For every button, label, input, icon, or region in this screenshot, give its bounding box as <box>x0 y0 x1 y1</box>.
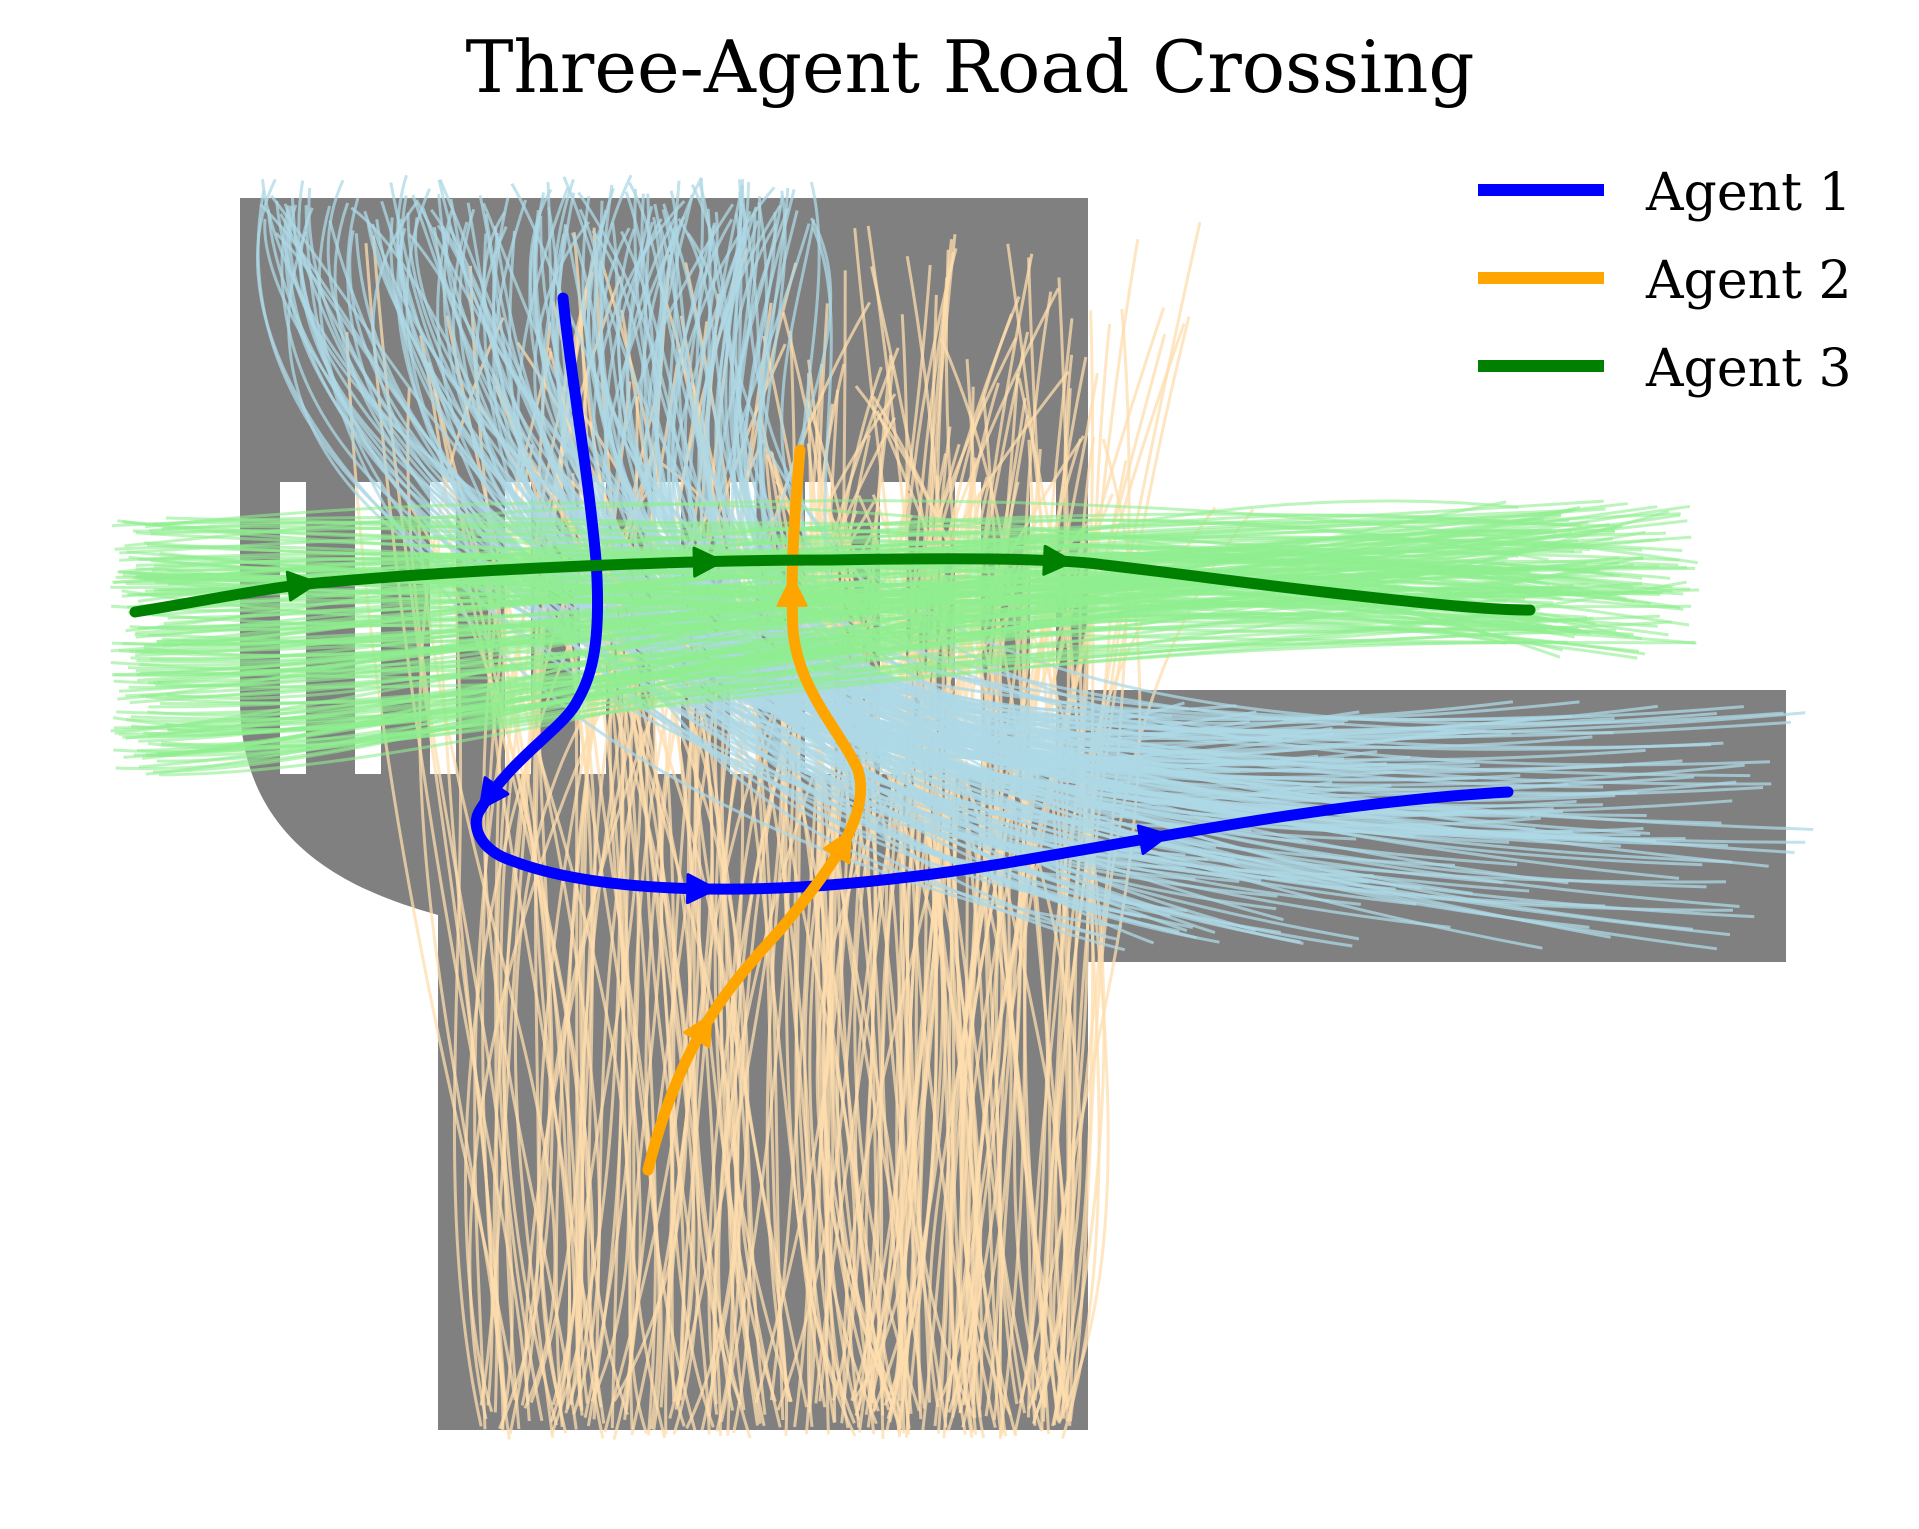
agent-3-sample-path <box>145 499 1519 756</box>
agent-3-sample-path <box>138 604 1575 743</box>
agent-3-trajectory <box>129 553 1536 618</box>
agent-1-direction-arrow <box>478 776 510 811</box>
legend-label-agent-3: Agent 3 <box>1645 339 1852 399</box>
agent-3-sample-path <box>118 514 1562 657</box>
agent-2-sample-path <box>599 260 702 1436</box>
agent-3-sample-path <box>143 627 1697 736</box>
agent-3-sample-path <box>167 616 1594 731</box>
legend: Agent 1 Agent 2 Agent 3 <box>1478 163 1852 399</box>
agent-3-sample-path <box>163 583 1507 645</box>
agent-2-sample-path <box>998 537 1085 1405</box>
legend-entry-agent-1: Agent 1 <box>1478 163 1852 223</box>
agent-2-sample-path <box>1021 291 1067 1427</box>
sampled-trajectories <box>110 174 1814 1441</box>
agent-2-direction-arrow <box>822 829 853 865</box>
agent-1-trajectory <box>470 292 1514 895</box>
agent-2-sample-path <box>1054 221 1202 1408</box>
agent-3-sample-path <box>151 518 1549 573</box>
agent-2-direction-arrow <box>683 1013 713 1049</box>
legend-entry-agent-2: Agent 2 <box>1478 251 1852 311</box>
agent-3-direction-arrow <box>1042 544 1074 576</box>
direction-arrows <box>285 544 1170 1049</box>
agent-2-sample-path <box>676 343 730 1406</box>
agent-2-sample-path <box>1068 238 1140 1426</box>
agent-2-sample-path <box>896 294 938 1432</box>
agent-1-direction-arrow <box>686 873 718 905</box>
agent-2-sample-path <box>417 524 557 1409</box>
agent-3-sample-path <box>144 541 1590 634</box>
agent-3-sample-path <box>138 500 1507 769</box>
legend-label-agent-2: Agent 2 <box>1645 251 1852 311</box>
agent-2-sample-path <box>817 264 932 1424</box>
agent-3-sample-path <box>145 501 1557 623</box>
legend-entry-agent-3: Agent 3 <box>1478 339 1852 399</box>
agent-2-sample-path <box>992 540 1087 1421</box>
agent-2-sample-path <box>982 481 1020 1417</box>
agent-3-sample-path <box>128 545 1575 689</box>
agent-2-direction-arrow <box>776 575 808 607</box>
agent-3-direction-arrow <box>285 570 319 602</box>
agent-2-sample-path <box>1027 257 1072 1425</box>
agent-2-sample-path <box>994 548 1051 1435</box>
agent-3-sample-path <box>159 562 1587 777</box>
agent-3-sample-path <box>130 632 1509 721</box>
agent-3-sample-path <box>124 499 1698 565</box>
agent-3-sample-path <box>116 615 1554 715</box>
agent-3-sample-path <box>145 529 1531 776</box>
diagram-title: Three-Agent Road Crossing <box>466 25 1475 109</box>
agent-3-sample-path <box>160 641 1519 747</box>
agent-3-sample-path <box>137 640 1568 682</box>
agent-3-direction-arrow <box>692 546 724 578</box>
agent-1-direction-arrow <box>1136 824 1170 856</box>
legend-label-agent-1: Agent 1 <box>1645 163 1852 223</box>
